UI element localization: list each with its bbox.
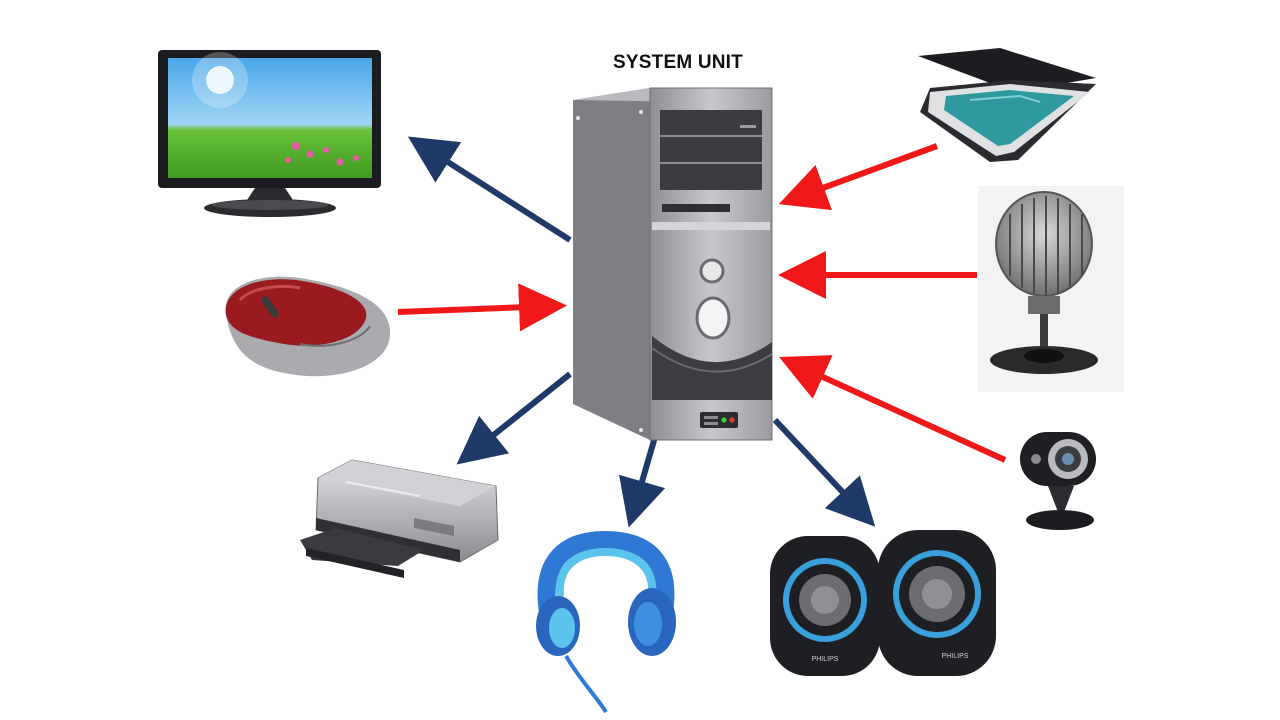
headphones-icon bbox=[536, 530, 676, 714]
diagram-title: SYSTEM UNIT bbox=[613, 52, 743, 73]
arrows bbox=[397, 136, 1007, 528]
scanner-icon bbox=[918, 48, 1096, 162]
webcam-icon bbox=[1020, 432, 1096, 530]
arrow-from-webcam bbox=[779, 355, 1007, 463]
speakers-icon: PHILIPS PHILIPS bbox=[770, 530, 996, 676]
arrow-to-printer bbox=[456, 371, 572, 465]
microphone-icon bbox=[978, 186, 1124, 392]
computer-tower-icon bbox=[573, 87, 773, 441]
arrow-from-scanner bbox=[778, 143, 939, 211]
speaker-right-brand: PHILIPS bbox=[942, 653, 969, 660]
monitor-icon bbox=[158, 50, 381, 217]
arrow-to-headphones bbox=[619, 436, 666, 528]
mouse-icon bbox=[225, 276, 391, 377]
arrow-to-speakers bbox=[772, 417, 876, 527]
arrow-from-mouse bbox=[397, 283, 567, 332]
speaker-left-brand: PHILIPS bbox=[812, 656, 839, 663]
printer-icon bbox=[300, 459, 499, 578]
arrow-to-monitor bbox=[407, 136, 572, 243]
